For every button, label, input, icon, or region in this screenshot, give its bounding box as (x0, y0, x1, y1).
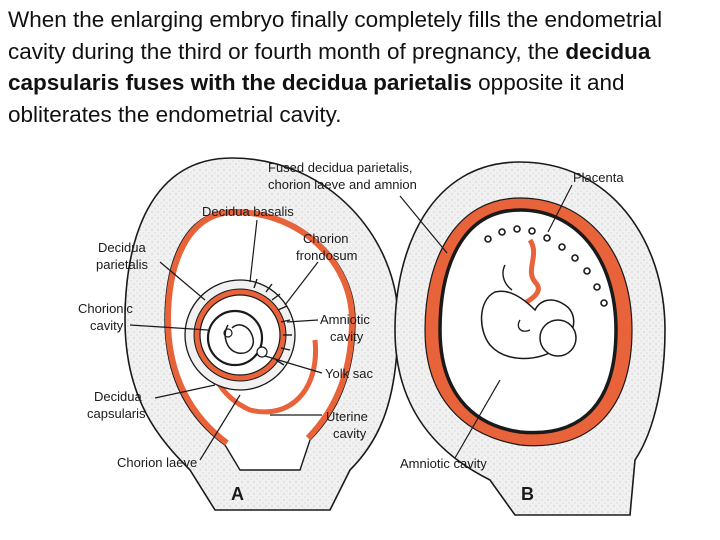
caption-part-1: When the enlarging embryo finally comple… (8, 7, 663, 64)
panel-a-letter: A (231, 484, 244, 504)
label-decidua-capsularis-b: capsularis (87, 406, 146, 421)
caption-bold: decidua capsularis fuses with the decidu… (8, 38, 651, 96)
label-chorion-frondosum-a: Chorion (303, 231, 349, 246)
label-uterine-cavity-a: Uterine (326, 409, 368, 424)
caption-text: When the enlarging embryo finally comple… (8, 4, 712, 130)
label-uterine-cavity-b: cavity (333, 426, 367, 441)
caption-part-2: opposite it and obliterates the endometr… (8, 70, 625, 127)
label-decidua-basalis: Decidua basalis (202, 204, 294, 219)
label-chorion-frondosum-b: frondosum (296, 248, 357, 263)
label-decidua-parietalis-a: Decidua (98, 240, 146, 255)
label-amniotic-cavity-a: Amniotic (320, 312, 370, 327)
label-yolk-sac: Yolk sac (325, 366, 373, 381)
label-decidua-capsularis-a: Decidua (94, 389, 142, 404)
panel-b-letter: B (521, 484, 534, 504)
label-chorionic-cavity-a: Chorionic (78, 301, 133, 316)
label-fused-line-1: Fused decidua parietalis, (268, 160, 413, 175)
label-chorion-laeve: Chorion laeve (117, 455, 197, 470)
panel-b-uterus (394, 161, 666, 516)
label-placenta: Placenta (573, 170, 624, 185)
label-amniotic-cavity-b-panel: Amniotic cavity (400, 456, 487, 471)
label-decidua-parietalis-b: parietalis (96, 257, 149, 272)
label-fused-line-2: chorion laeve and amnion (268, 177, 417, 192)
panel-a-leaders (129, 219, 323, 461)
label-amniotic-cavity-b: cavity (330, 329, 364, 344)
label-chorionic-cavity-b: cavity (90, 318, 124, 333)
panel-b-leaders (399, 184, 573, 459)
